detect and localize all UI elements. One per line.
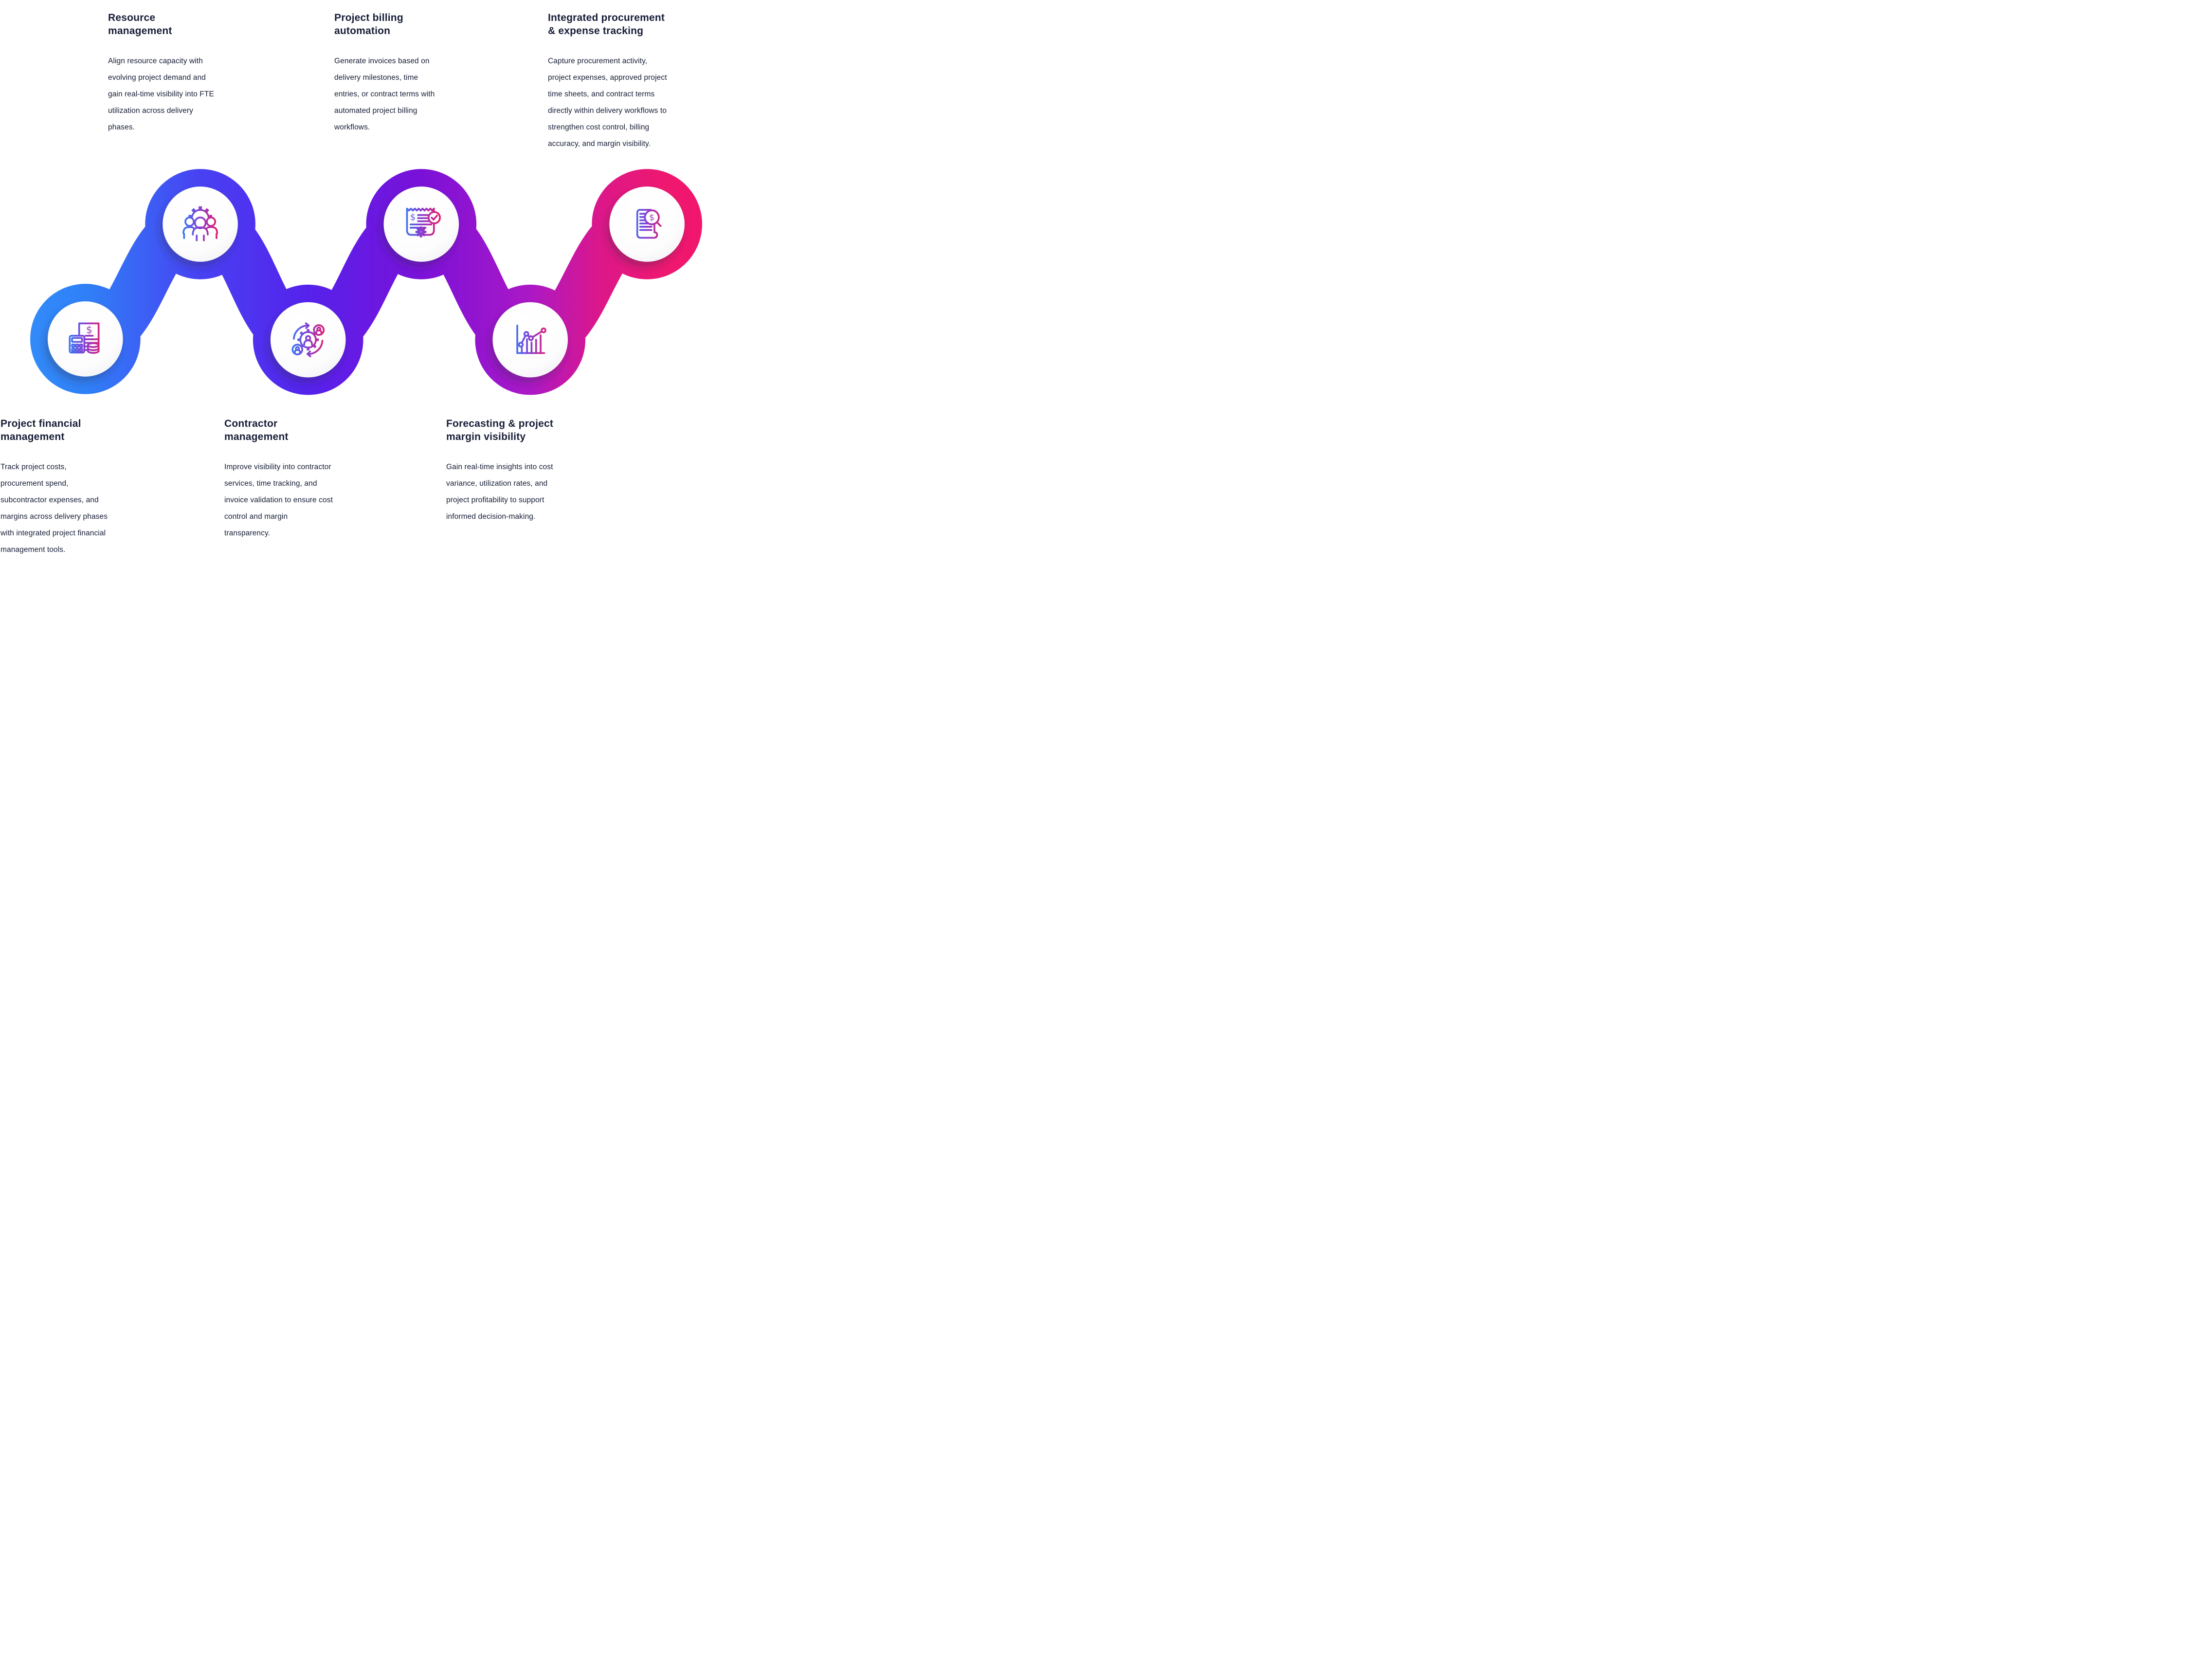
svg-text:$: $: [649, 213, 654, 222]
feature-block-project-financial-management: Project financial management Track proje…: [0, 408, 108, 555]
feature-block-contractor-management: Contractor management Improve visibility…: [224, 408, 333, 550]
feature-block-integrated-procurement: Integrated procurement & expense trackin…: [548, 2, 667, 161]
feature-description: Capture procurement activity, project ex…: [548, 57, 667, 148]
feature-description: Align resource capacity with evolving pr…: [108, 57, 214, 131]
svg-text:$: $: [86, 324, 92, 335]
feature-block-forecasting-margin-visibility: Forecasting & project margin visibility …: [446, 408, 553, 534]
feature-title: Forecasting & project margin visibility: [446, 418, 554, 442]
scroll-dollar-magnifier-icon: $: [636, 209, 662, 239]
feature-title: Contractor management: [224, 418, 289, 442]
feature-title: Resource management: [108, 12, 172, 37]
feature-title: Project financial management: [0, 418, 81, 442]
feature-description: Generate invoices based on delivery mile…: [334, 57, 435, 131]
growth-chart-icon: [516, 324, 546, 354]
invoice-check-gear-icon: $: [406, 207, 441, 238]
feature-description: Improve visibility into contractor servi…: [224, 463, 333, 537]
feature-title: Project billing automation: [334, 12, 403, 37]
chain-graphic: $: [30, 169, 702, 395]
calculator-invoice-coins-icon: $: [69, 322, 100, 354]
feature-description: Track project costs, procurement spend, …: [0, 463, 108, 554]
feature-block-project-billing-automation: Project billing automation Generate invo…: [334, 2, 435, 145]
feature-description: Gain real-time insights into cost varian…: [446, 463, 553, 521]
feature-title: Integrated procurement & expense trackin…: [548, 12, 665, 37]
svg-text:$: $: [410, 212, 416, 222]
infographic-stage: $: [0, 0, 737, 555]
team-gear-icon: [182, 206, 218, 241]
feature-block-resource-management: Resource management Align resource capac…: [108, 2, 214, 145]
people-gear-sync-icon: [291, 322, 325, 357]
